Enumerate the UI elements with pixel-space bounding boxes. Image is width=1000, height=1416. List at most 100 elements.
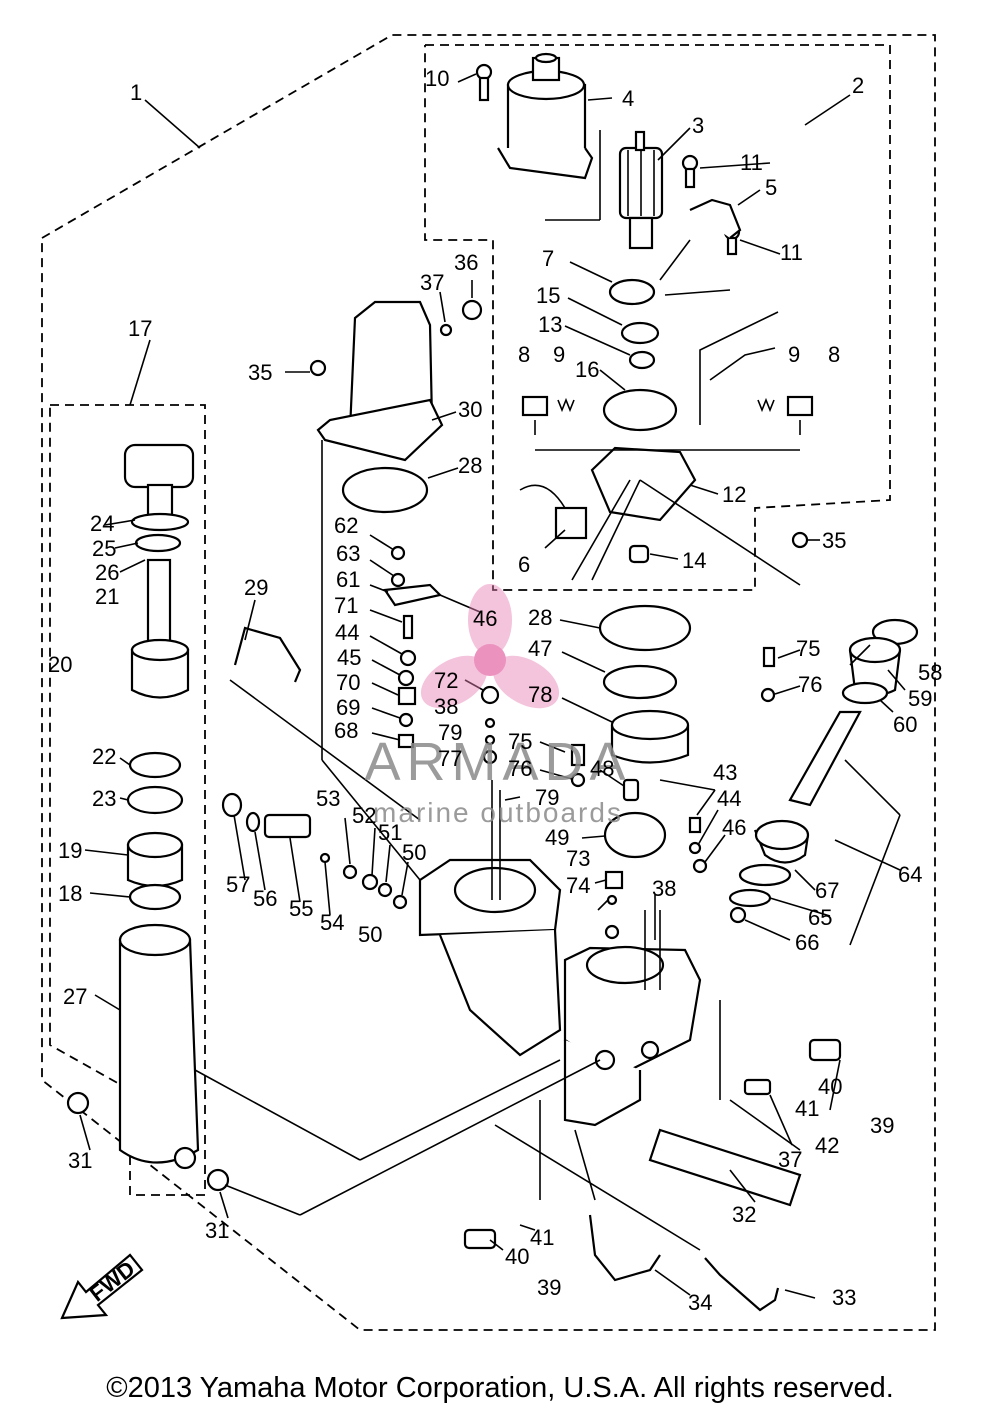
pump-body <box>418 858 702 1127</box>
callout-10: 10 <box>425 66 449 91</box>
o-ring-16 <box>602 388 678 432</box>
spring-right <box>757 397 775 413</box>
callout-48: 48 <box>590 756 614 781</box>
seat-68 <box>397 733 415 749</box>
callout-35-left: 35 <box>248 360 272 385</box>
valve-77 <box>482 749 498 765</box>
callout-2: 2 <box>852 73 864 98</box>
pipe-33 <box>704 1257 780 1312</box>
callout-70: 70 <box>336 670 360 695</box>
callout-11-upper: 11 <box>740 150 763 175</box>
pipe-29 <box>233 626 302 683</box>
callout-56: 56 <box>253 886 277 911</box>
callout-28-lower: 28 <box>528 605 552 630</box>
ring-57 <box>221 792 243 818</box>
callout-35-right: 35 <box>822 528 846 553</box>
seal-47 <box>602 664 678 700</box>
callout-75-right: 75 <box>796 636 820 661</box>
o-ring-74 <box>606 894 618 906</box>
plug-39-left <box>463 1228 497 1250</box>
screw-35-right <box>791 531 809 549</box>
callout-57: 57 <box>226 872 250 897</box>
spring-left <box>557 397 575 413</box>
thermoswitch-lead <box>519 484 566 509</box>
o-ring-60 <box>841 681 889 705</box>
callout-4: 4 <box>622 86 634 111</box>
callout-24: 24 <box>90 511 114 536</box>
callout-38-upper: 38 <box>434 694 458 719</box>
callout-67: 67 <box>815 878 839 903</box>
washer-76-right <box>760 687 776 703</box>
callout-79-upper: 79 <box>438 720 462 745</box>
callout-47: 47 <box>528 636 552 661</box>
parts-diagram: ARMADA marine outboards FWD 1 2 3 4 5 6 … <box>41 34 942 1331</box>
lead-wire <box>699 311 779 425</box>
callout-1: 1 <box>130 80 142 105</box>
watermark: ARMADA marine outboards <box>364 584 631 828</box>
callout-38-lower: 38 <box>652 876 676 901</box>
watermark-brand: ARMADA <box>364 732 631 792</box>
callout-31-left: 31 <box>68 1148 92 1173</box>
valve-55 <box>263 813 312 839</box>
callout-58: 58 <box>918 660 942 685</box>
seat-52 <box>361 873 379 891</box>
callout-50-upper: 50 <box>402 840 426 865</box>
ring-45 <box>397 669 415 687</box>
callout-59: 59 <box>908 686 932 711</box>
callout-45: 45 <box>337 645 361 670</box>
callout-40-right: 40 <box>818 1074 842 1099</box>
callout-76-center: 76 <box>508 756 532 781</box>
callout-71: 71 <box>334 593 358 618</box>
o-ring-65 <box>728 888 772 908</box>
pin-31-right <box>206 1168 230 1192</box>
plug-36 <box>461 299 483 321</box>
callout-3: 3 <box>692 113 704 138</box>
callout-64: 64 <box>898 862 922 887</box>
callout-51: 51 <box>378 820 402 845</box>
callout-14: 14 <box>682 548 706 573</box>
o-ring-56 <box>245 811 261 833</box>
group-boundaries <box>41 34 936 1331</box>
valve-70 <box>397 686 417 706</box>
callout-16: 16 <box>575 357 599 382</box>
callout-17: 17 <box>128 316 152 341</box>
lead-wire-2 <box>709 347 776 381</box>
callout-68: 68 <box>334 718 358 743</box>
callout-18: 18 <box>58 881 82 906</box>
callout-9-right: 9 <box>788 342 800 367</box>
screw-62 <box>390 545 406 561</box>
callout-20: 20 <box>48 652 72 677</box>
callout-21: 21 <box>95 584 119 609</box>
callout-22: 22 <box>92 744 116 769</box>
filter-48 <box>622 778 640 802</box>
screw-66 <box>729 906 747 924</box>
seal-51 <box>377 882 393 898</box>
brush-right <box>786 395 814 417</box>
reservoir <box>316 300 444 462</box>
fwd-arrow: FWD <box>60 1253 144 1320</box>
ring-50 <box>392 894 408 910</box>
watermark-tagline: marine outboards <box>373 797 623 828</box>
ball-54 <box>319 852 331 864</box>
oil-seal <box>620 321 660 345</box>
callout-8-left: 8 <box>518 342 530 367</box>
cap-59-top <box>848 636 902 664</box>
callout-27: 27 <box>63 984 87 1009</box>
callout-46-upper: 46 <box>473 606 497 631</box>
callout-62: 62 <box>334 513 358 538</box>
brush-plate <box>590 446 697 522</box>
callout-13: 13 <box>538 312 562 337</box>
plug-43 <box>688 816 702 834</box>
screw-35 <box>309 359 327 377</box>
leader-lines <box>79 73 906 1299</box>
callout-28-upper: 28 <box>458 453 482 478</box>
ring-46-right <box>692 858 708 874</box>
seal-65 <box>738 863 792 887</box>
callout-77: 77 <box>438 746 462 771</box>
callout-34: 34 <box>688 1290 712 1315</box>
plug-39-right <box>808 1038 842 1062</box>
ball-79 <box>484 734 496 746</box>
callout-labels: 1 2 3 4 5 6 7 8 8 9 9 10 11 11 12 13 14 … <box>48 66 942 1315</box>
callout-19: 19 <box>58 838 82 863</box>
callout-8-right: 8 <box>828 342 840 367</box>
